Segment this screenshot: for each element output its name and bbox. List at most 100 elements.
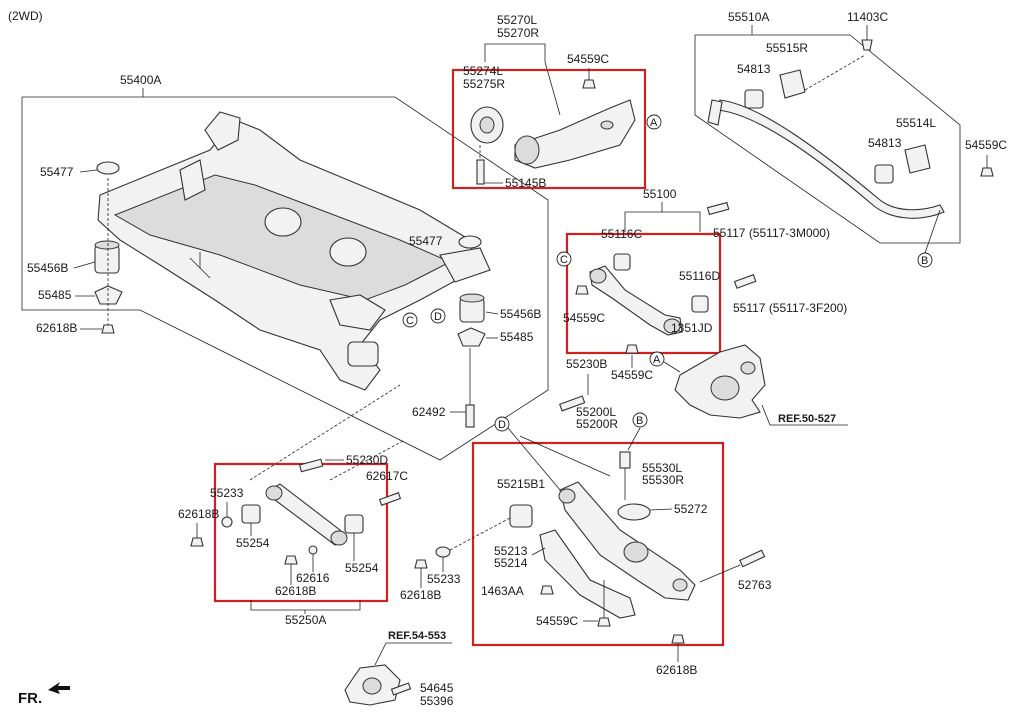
stabilizer-group: 55510A 11403C 55515R 54813 55514L 54813 … (694, 10, 1007, 268)
callout-c-upper: C (560, 254, 568, 266)
label-assist-nut-2: 62618B (275, 584, 316, 598)
label-crossmember-cap: 55477 (40, 165, 74, 179)
upper-nut-icon (575, 285, 589, 295)
callout-d: D (434, 311, 442, 323)
bracket-bolt-icon (390, 682, 412, 696)
label-bushing-right: 55456B (500, 307, 541, 321)
label-assist-washer-2: 62616 (296, 571, 330, 585)
stab-bracket-r-icon (779, 69, 806, 99)
upper-nut-2-icon (625, 344, 639, 354)
crossmember-group: 55400A 55477 55456B 55485 62618B (21, 73, 549, 461)
label-stab-bracket-r: 55515R (766, 41, 808, 55)
label-lower-bolt: 52763 (738, 578, 772, 592)
lower-nut-bottom-icon (671, 634, 685, 644)
stopper-right-icon (457, 327, 486, 347)
label-trailing-nut: 54559C (567, 52, 609, 66)
label-bracket-bolt-2: 55396 (420, 694, 454, 708)
upper-bolt-2-icon (733, 274, 757, 289)
highlight-upper-arm (565, 232, 722, 355)
label-lower-nut-bottom: 62618B (656, 663, 697, 677)
label-stab-bushing-l: 54813 (868, 136, 902, 150)
assist-bushing-r-icon (344, 514, 364, 534)
stab-bracket-l-icon (904, 144, 931, 174)
stopper-left-icon (94, 285, 123, 305)
knuckle-group: REF.50-527 A (649, 344, 848, 426)
assist-arm-group: 55230D 62617C 55233 62618B 55254 55254 6… (178, 384, 408, 627)
label-trailing-bushing-r: 55275R (463, 77, 505, 91)
label-stab-bolt: 11403C (847, 10, 888, 24)
ref-knuckle: REF.50-527 (778, 413, 836, 425)
stab-nut-icon (980, 167, 994, 177)
label-assist-bushing-r: 55254 (345, 561, 379, 575)
label-upper-bolt-2: 55117 (55117-3F200) (733, 301, 847, 315)
callout-c: C (406, 315, 414, 327)
assist-washer-2-icon (308, 545, 318, 555)
label-upper-bushing-d: 55116D (679, 269, 720, 283)
bolt-55230b-icon (558, 395, 586, 412)
lower-bushing-icon (509, 504, 533, 528)
label-stopper-left: 55485 (38, 288, 72, 302)
label-upper-bushing-c: 55116C (601, 227, 642, 241)
label-lower-shield-2: 55214 (494, 556, 528, 570)
label-lower-nut-c: 54559C (536, 614, 578, 628)
assist-nut-l2-icon (190, 537, 204, 547)
label-lower-arm-l: 55200L (576, 405, 616, 419)
upper-bolt-1-icon (706, 201, 730, 216)
label-lower-arm-r: 55200R (576, 417, 618, 431)
cap-left-icon (96, 161, 120, 175)
label-assist-bolt: 55230D (346, 453, 388, 467)
highlight-trailing-arm (451, 68, 647, 190)
bracket-group: REF.54-553 54645 55396 (344, 630, 454, 708)
label-trailing-arm-r: 55270R (497, 26, 539, 40)
label-stab-bushing-r: 54813 (737, 62, 771, 76)
label-lower-link-r: 55530R (642, 473, 684, 487)
label-bolt-62492: 62492 (412, 405, 446, 419)
label-upper-nut: 54559C (563, 311, 605, 325)
assist-bushing-l-icon (241, 504, 261, 524)
assist-bolt-icon (298, 458, 324, 473)
callout-b-lower: B (636, 415, 643, 427)
cap-right-icon (458, 235, 482, 249)
trailing-bolt-icon (476, 159, 485, 185)
lower-screw-icon (540, 585, 554, 595)
callout-a-knuckle: A (653, 354, 661, 366)
stab-bushing-r-icon (744, 89, 764, 109)
label-lower-nut-62618b: 62618B (400, 588, 441, 602)
label-assist-bushing-l: 55254 (236, 536, 270, 550)
spring-seat-icon (617, 503, 651, 521)
callout-d-lower: D (498, 419, 506, 431)
stab-bolt-icon (861, 39, 873, 51)
nut-62618b-icon (414, 559, 428, 569)
label-stab-nut: 54559C (965, 138, 1007, 152)
label-stabilizer: 55510A (728, 10, 769, 24)
label-assist-arm: 55250A (285, 613, 326, 627)
front-arrow-icon (48, 682, 70, 694)
nut-left-icon (101, 324, 115, 334)
bolt-62492-icon (465, 404, 475, 428)
highlight-lower-arm (471, 441, 725, 647)
callout-a-trailing: A (650, 117, 658, 129)
callout-b-stabilizer: B (921, 255, 928, 267)
assist-nut-2-icon (284, 555, 298, 565)
ref-bracket: REF.54-553 (388, 630, 446, 642)
label-upper-arm: 55100 (643, 187, 677, 201)
label-lower-bushing: 55215B1 (497, 477, 545, 491)
label-spring-seat: 55272 (674, 502, 708, 516)
label-crossmember: 55400A (120, 73, 161, 87)
label-bracket-bolt-1: 54645 (420, 681, 454, 695)
lower-link-icon (619, 451, 631, 469)
label-stopper-right: 55485 (500, 330, 534, 344)
crossmember-frame (97, 111, 491, 391)
highlight-assist-arm (213, 462, 389, 603)
label-assist-nut-l2: 62618B (178, 507, 219, 521)
upper-arm-icon (589, 265, 683, 336)
label-lower-nut-55233: 55233 (427, 572, 461, 586)
label-assist-nut-l: 55233 (210, 486, 244, 500)
lower-arm-group: 55200L 55200R D 55215B1 B 55530L 55530R … (471, 405, 772, 677)
assist-washer-icon (378, 492, 402, 506)
upper-bushing-d-icon (691, 295, 709, 313)
label-assist-washer: 62617C (366, 469, 408, 483)
label-trailing-bushing-l: 55274L (463, 64, 503, 78)
nut-55233-icon (435, 546, 451, 558)
